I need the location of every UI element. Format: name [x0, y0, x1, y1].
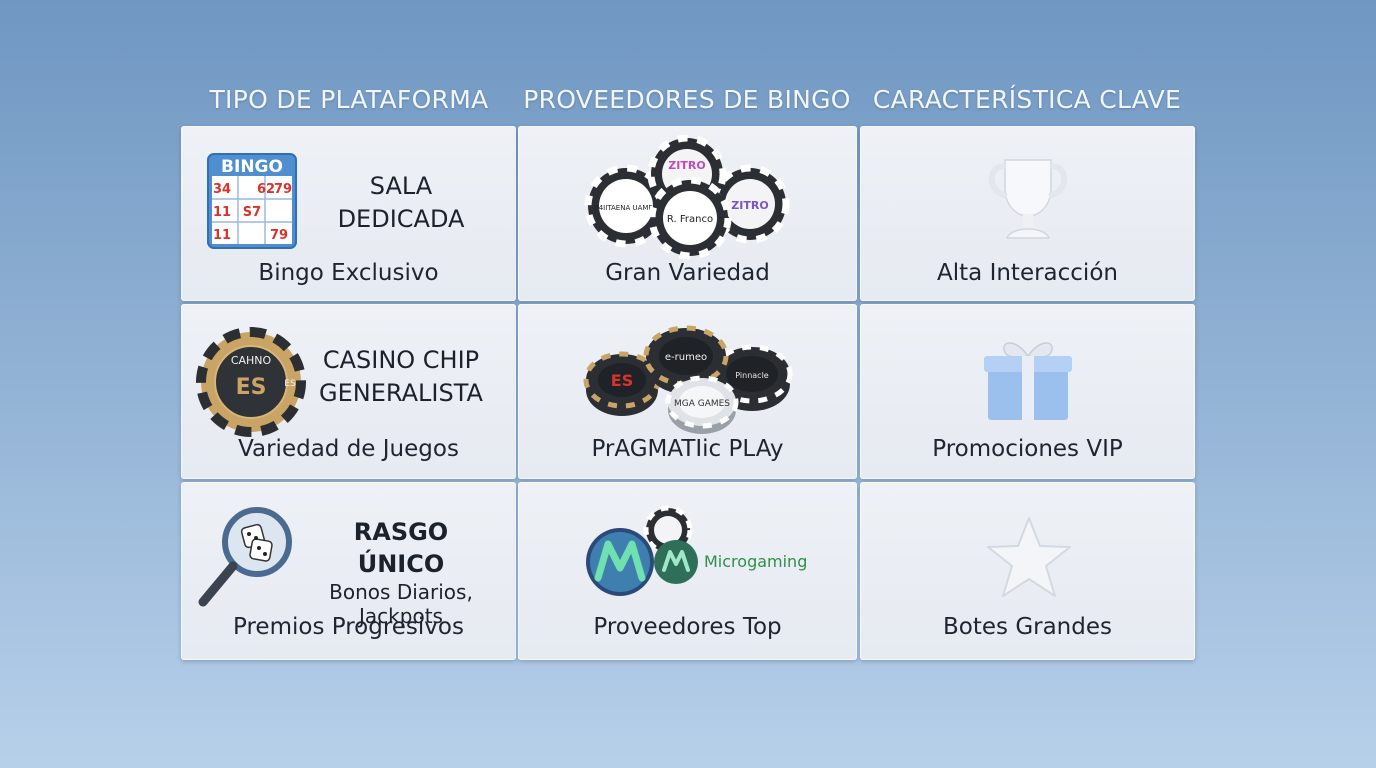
- caption-gran-variedad: Gran Variedad: [605, 260, 770, 286]
- provider-chips-icon: ES Pinnacle e-rumeo MGA GAMES: [583, 325, 793, 434]
- chip-label: Pinnacle: [735, 371, 769, 380]
- header-bingo-providers: PROVEEDORES DE BINGO: [523, 85, 851, 114]
- chip-label: R. Franco: [667, 214, 713, 225]
- microgaming-label: Microgaming: [704, 552, 807, 571]
- cell-high-interaction: Alta Interacción: [860, 126, 1195, 301]
- microgaming-logo-icon: Microgaming: [586, 505, 807, 596]
- trophy-icon: [988, 159, 1068, 239]
- star-icon: [987, 517, 1071, 597]
- cell-providers-variety: F4IITAENA UAME3 ZITRO ZITRO R. Franco: [518, 126, 857, 301]
- chip-mid-label: ES: [236, 375, 267, 400]
- gift-icon: [984, 342, 1072, 420]
- column-headers: TIPO DE PLATAFORMA PROVEEDORES DE BINGO …: [181, 80, 1195, 120]
- cell-top-providers: Microgaming Proveedores Top: [518, 482, 857, 660]
- bingo-number: 79: [270, 228, 288, 243]
- trait-subtitle: Bonos Diarios,: [329, 580, 473, 604]
- bingo-number: 11: [213, 205, 231, 220]
- title-line: SALA: [369, 172, 433, 200]
- chip-label: e-rumeo: [665, 352, 707, 363]
- platform-title: SALA DEDICADA: [321, 170, 481, 236]
- chip-icon: ZITRO: [710, 164, 790, 244]
- cell-pragmatic-play: ES Pinnacle e-rumeo MGA GAMES PrAGMAT: [518, 304, 857, 479]
- bingo-card-header: BINGO: [221, 157, 283, 177]
- cell-dedicated-room: BINGO 34 62 79 11 S7 11 79 SALA DEDICADA…: [181, 126, 516, 301]
- cell-vip-promotions: Promociones VIP: [860, 304, 1195, 479]
- chip-top-label: CAHNO: [231, 354, 272, 367]
- chip-stack-icon: e-rumeo: [643, 325, 729, 394]
- chip-label: ZITRO: [668, 159, 705, 172]
- bingo-number: 11: [213, 228, 231, 243]
- caption-proveedores-top: Proveedores Top: [593, 614, 782, 640]
- cell-big-jackpots: Botes Grandes: [860, 482, 1195, 660]
- provider-chips-icon: F4IITAENA UAME3 ZITRO ZITRO R. Franco: [584, 134, 790, 260]
- header-platform-type: TIPO DE PLATAFORMA: [209, 85, 489, 114]
- casino-chip-icon: CAHNO ES ES: [196, 327, 306, 437]
- platform-title: CASINO CHIP GENERALISTA: [313, 344, 489, 410]
- chip-stack-icon: MGA GAMES: [665, 375, 739, 434]
- bingo-number: 62: [257, 182, 275, 197]
- header-key-feature: CARACTERÍSTICA CLAVE: [872, 85, 1182, 114]
- cell-unique-trait: RASGO ÚNICO Bonos Diarios, Jackpots Prem…: [181, 482, 516, 660]
- bingo-number: 79: [274, 182, 292, 197]
- caption-alta-interaccion: Alta Interacción: [937, 260, 1118, 286]
- caption-variedad-juegos: Variedad de Juegos: [238, 436, 459, 462]
- caption-premios-progresivos: Premios Progresivos: [233, 614, 464, 640]
- caption-botes-grandes: Botes Grandes: [943, 614, 1112, 640]
- chip-label: F4IITAENA UAME3: [595, 204, 658, 212]
- chip-label: ES: [611, 371, 633, 390]
- unique-trait-text: RASGO ÚNICO Bonos Diarios, Jackpots: [311, 516, 491, 628]
- chip-side-label: ES: [284, 379, 296, 389]
- title-line: DEDICADA: [337, 205, 465, 233]
- chip-label: ZITRO: [731, 199, 768, 212]
- comparison-grid: BINGO 34 62 79 11 S7 11 79 SALA DEDICADA…: [181, 126, 1195, 660]
- magnifier-dice-icon: [198, 507, 292, 607]
- cell-general-casino: CAHNO ES ES CASINO CHIP GENERALISTA Vari…: [181, 304, 516, 479]
- trait-title: RASGO ÚNICO: [353, 518, 449, 578]
- caption-pragmatic-play: PrAGMATIic PLAy: [591, 436, 784, 462]
- chip-stack-icon: Pinnacle: [711, 344, 793, 411]
- bingo-number: S7: [243, 205, 261, 220]
- chip-icon: R. Franco: [648, 176, 732, 260]
- chip-label: MGA GAMES: [674, 399, 730, 409]
- title-line: GENERALISTA: [319, 379, 483, 407]
- bingo-card-icon: BINGO 34 62 79 11 S7 11 79: [207, 153, 297, 249]
- trait-subtitle: Jackpots: [359, 604, 443, 628]
- bingo-number: 34: [213, 182, 231, 197]
- caption-bingo-exclusivo: Bingo Exclusivo: [258, 260, 439, 286]
- title-line: CASINO CHIP: [322, 346, 480, 374]
- caption-promociones-vip: Promociones VIP: [932, 436, 1123, 462]
